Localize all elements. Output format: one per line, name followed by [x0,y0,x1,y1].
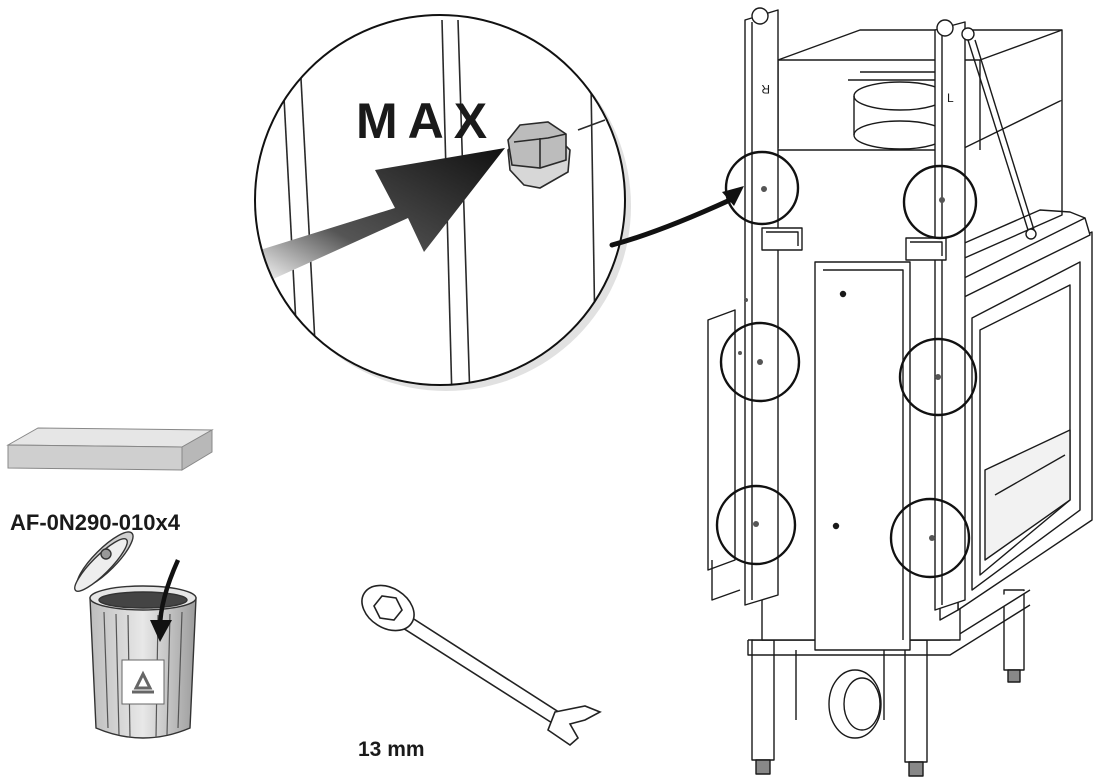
bolt-markers [715,150,978,579]
center-panel [814,261,911,651]
part-code-label: AF-0N290-010x4 [10,510,180,535]
recycle-bin [74,531,197,739]
right-rail: L [905,19,1037,611]
fireplace-legs [751,589,1025,777]
hex-bolt [507,121,571,189]
bolt-marker-middle-left [719,321,801,403]
bolt-marker-bottom-right [889,497,971,579]
callout-leader [609,197,733,248]
protective-pad [6,427,214,471]
direction-arrow [260,148,505,285]
svg-text:R: R [761,82,770,96]
rail-bolts [738,186,945,541]
bolt-marker-top-left [724,150,800,226]
wrench-size-label: 13 mm [358,738,425,761]
svg-text:L: L [947,91,954,105]
bottom-air-inlet [828,669,882,739]
bolt-marker-bottom-left [715,484,797,566]
top-flue-collar [853,81,947,111]
bin-lid [74,531,134,592]
recycle-icon [132,670,154,694]
left-rail: R [744,7,803,606]
fireplace-insert: R L [707,7,1093,777]
bolt-marker-top-right [902,164,978,240]
bolt-marker-middle-right [898,337,978,417]
wrench-icon [361,584,602,747]
max-label: MAX [356,93,498,149]
magnified-detail [254,14,744,391]
